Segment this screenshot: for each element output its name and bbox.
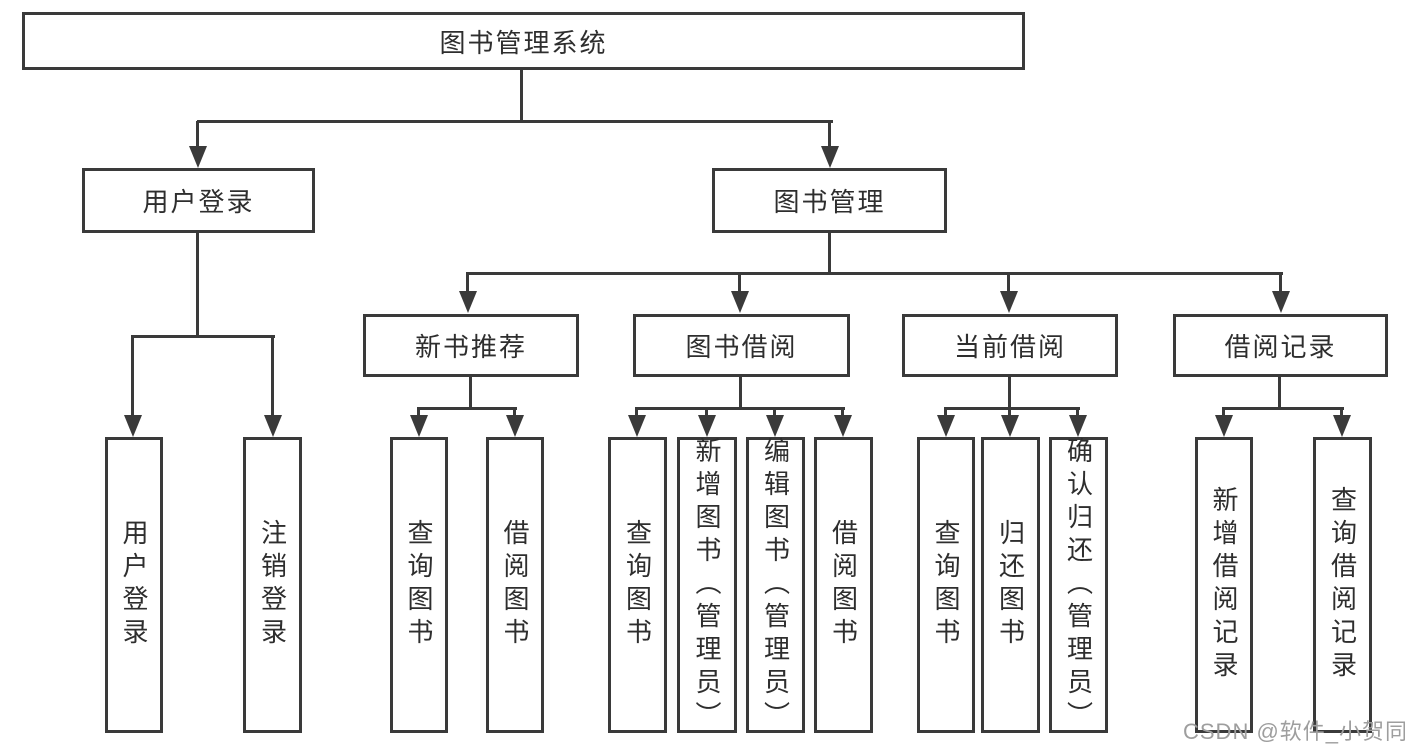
connector-line <box>705 409 708 418</box>
connector-line <box>417 409 420 418</box>
node-leaf-query-books-recommend: 查询图书 <box>390 437 448 733</box>
node-label: 图书管理系统 <box>439 27 608 58</box>
node-borrowing-records: 借阅记录 <box>1173 314 1388 377</box>
node-label: 归还图书 <box>995 519 1026 651</box>
connector-line <box>841 409 844 418</box>
connector-line <box>197 120 833 123</box>
node-label: 借阅图书 <box>828 519 859 651</box>
arrow-down-icon <box>821 146 839 168</box>
node-leaf-query-books-borrowing: 查询图书 <box>608 437 667 733</box>
connector-line <box>520 70 523 121</box>
connector-line <box>1222 407 1344 410</box>
node-leaf-logout: 注销登录 <box>243 437 302 733</box>
node-leaf-borrow-books-recommend: 借阅图书 <box>486 437 544 733</box>
csdn-watermark: CSDN @软件_小贺同学 <box>1183 719 1405 744</box>
arrow-down-icon <box>1069 415 1087 437</box>
arrow-down-icon <box>731 291 749 313</box>
arrow-down-icon <box>264 415 282 437</box>
node-leaf-user-login: 用户登录 <box>105 437 163 733</box>
connector-line <box>1008 376 1011 409</box>
node-leaf-borrow-books-borrowing: 借阅图书 <box>814 437 873 733</box>
connector-line <box>944 407 1080 410</box>
node-label: 用户登录 <box>142 187 255 217</box>
connector-line <box>1278 376 1281 409</box>
arrow-down-icon <box>506 415 524 437</box>
node-leaf-confirm-return-admin: 确认归还（管理员） <box>1049 436 1108 734</box>
connector-line <box>1007 274 1010 293</box>
arrow-down-icon <box>459 291 477 313</box>
node-label: 查询借阅记录 <box>1327 486 1358 684</box>
connector-line <box>738 274 741 293</box>
connector-line <box>271 337 274 417</box>
connector-line <box>513 409 516 418</box>
arrow-down-icon <box>124 415 142 437</box>
connector-line <box>773 409 776 418</box>
arrow-down-icon <box>698 415 716 437</box>
node-new-book-recommend: 新书推荐 <box>363 314 579 377</box>
arrow-down-icon <box>1272 291 1290 313</box>
node-leaf-query-borrow-record: 查询借阅记录 <box>1313 437 1372 733</box>
arrow-down-icon <box>766 415 784 437</box>
connector-line <box>196 232 199 336</box>
connector-line <box>417 407 517 410</box>
connector-line <box>1076 409 1079 418</box>
arrow-down-icon <box>1001 415 1019 437</box>
node-label: 当前借阅 <box>953 332 1066 362</box>
node-current-borrowing: 当前借阅 <box>902 314 1118 377</box>
node-leaf-add-borrow-record: 新增借阅记录 <box>1195 437 1253 733</box>
node-library-management-system: 图书管理系统 <box>22 12 1025 70</box>
connector-line <box>944 409 947 418</box>
node-label: 借阅记录 <box>1224 332 1337 362</box>
connector-line <box>131 337 134 417</box>
connector-line <box>1008 409 1011 418</box>
node-label: 查询图书 <box>404 519 434 651</box>
connector-line <box>466 272 1283 275</box>
connector-line <box>1340 409 1343 418</box>
node-label: 查询图书 <box>622 519 653 651</box>
arrow-down-icon <box>834 415 852 437</box>
connector-line <box>1279 274 1282 293</box>
connector-line <box>828 121 831 148</box>
arrow-down-icon <box>1000 291 1018 313</box>
node-leaf-edit-book-admin: 编辑图书（管理员） <box>746 436 805 734</box>
node-user-login: 用户登录 <box>82 168 315 233</box>
node-label: 图书管理 <box>773 187 886 217</box>
arrow-down-icon <box>1333 415 1351 437</box>
node-label: 新书推荐 <box>414 332 527 362</box>
node-label: 查询图书 <box>931 519 961 651</box>
node-leaf-return-books: 归还图书 <box>981 437 1040 733</box>
node-label: 新增借阅记录 <box>1209 486 1239 684</box>
connector-line <box>196 121 199 148</box>
arrow-down-icon <box>410 415 428 437</box>
connector-line <box>635 407 845 410</box>
node-label: 图书借阅 <box>685 332 798 362</box>
connector-line <box>469 376 472 409</box>
connector-line <box>466 274 469 293</box>
connector-line <box>635 409 638 418</box>
node-book-management: 图书管理 <box>712 168 947 233</box>
arrow-down-icon <box>937 415 955 437</box>
connector-line <box>739 376 742 409</box>
node-leaf-add-book-admin: 新增图书（管理员） <box>677 436 737 734</box>
node-leaf-query-books-current: 查询图书 <box>917 437 975 733</box>
arrow-down-icon <box>1215 415 1233 437</box>
connector-line <box>828 232 831 274</box>
connector-line <box>1222 409 1225 418</box>
arrow-down-icon <box>189 146 207 168</box>
node-label: 编辑图书（管理员） <box>760 436 791 734</box>
node-label: 借阅图书 <box>500 519 530 651</box>
node-label: 确认归还（管理员） <box>1063 436 1094 734</box>
node-label: 新增图书（管理员） <box>692 436 722 734</box>
connector-line <box>131 335 275 338</box>
node-label: 注销登录 <box>257 519 288 651</box>
node-book-borrowing: 图书借阅 <box>633 314 850 377</box>
node-label: 用户登录 <box>119 519 149 651</box>
arrow-down-icon <box>628 415 646 437</box>
